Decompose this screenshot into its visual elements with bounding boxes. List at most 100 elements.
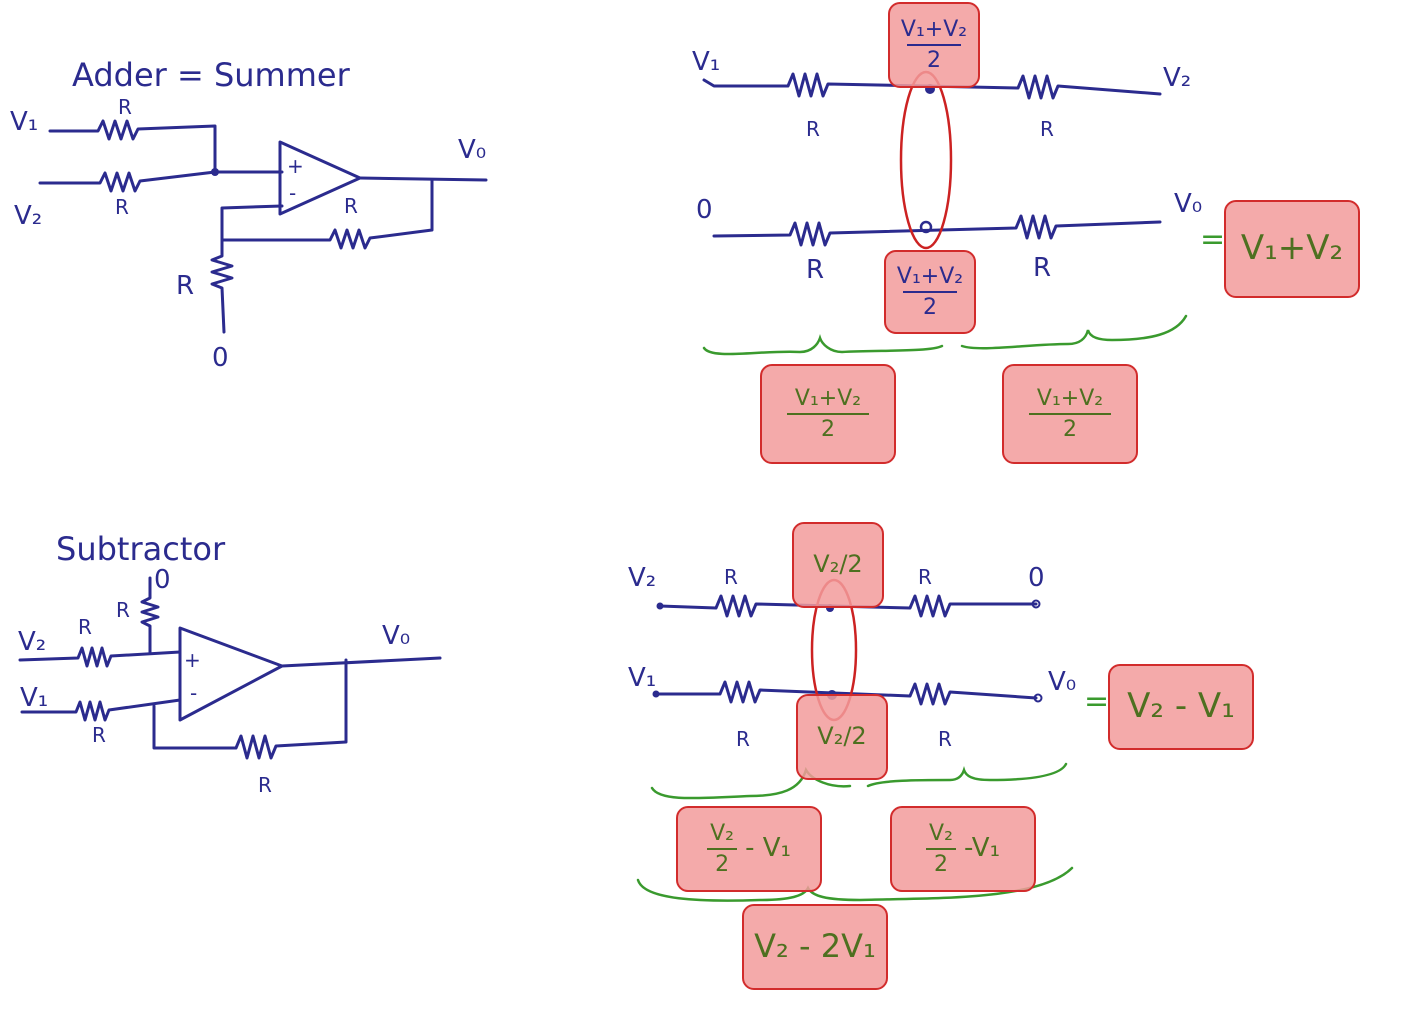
fraction-bar bbox=[925, 848, 956, 850]
subtractor-v1-label: V₁ bbox=[20, 683, 48, 713]
sub-net-r1-label: R bbox=[724, 565, 738, 589]
sub-net-top-node-value: V₂/2 bbox=[792, 522, 884, 608]
subtractor-ground-zero: 0 bbox=[154, 565, 171, 595]
adder-net-brace-left-value: V₁+V₂ 2 bbox=[760, 364, 896, 464]
adder-output-wire bbox=[358, 176, 488, 182]
adder-net-bottom-node-denominator: 2 bbox=[923, 295, 937, 320]
adder-net-top-node-value: V₁+V₂ 2 bbox=[888, 2, 980, 88]
adder-opamp-plus: + bbox=[287, 154, 304, 178]
sub-net-brace-left bbox=[650, 766, 852, 800]
brace-left-numerator: V₁+V₂ bbox=[794, 385, 862, 411]
brace-right-denominator: 2 bbox=[1063, 417, 1077, 442]
subtractor-opamp-plus: + bbox=[184, 648, 201, 672]
adder-v2-label: V₂ bbox=[14, 201, 42, 231]
adder-r-in1-label: R bbox=[118, 95, 132, 119]
adder-net-zero-label: 0 bbox=[696, 195, 713, 225]
adder-circuit: Adder = Summer V₁ V₂ R R V₀ R R 0 + - bbox=[10, 56, 488, 373]
sub-net-result-text: V₂ - V₁ bbox=[1127, 686, 1235, 727]
adder-net-brace-right bbox=[960, 314, 1188, 350]
brace-left-numerator: V₂ bbox=[710, 820, 734, 846]
sub-net-zero-label: 0 bbox=[1028, 563, 1045, 593]
fraction-bar bbox=[906, 44, 962, 46]
adder-net-v1-label: V₁ bbox=[692, 47, 720, 77]
adder-net-vo-label: V₀ bbox=[1174, 189, 1202, 219]
brace-right-numerator: V₁+V₂ bbox=[1036, 385, 1104, 411]
adder-net-brace-right-value: V₁+V₂ 2 bbox=[1002, 364, 1138, 464]
fraction-bar bbox=[787, 413, 869, 415]
adder-sum-node bbox=[211, 168, 219, 176]
adder-v1-label: V₁ bbox=[10, 107, 38, 137]
subtractor-opamp-minus: - bbox=[190, 681, 197, 705]
adder-net-v2-label: V₂ bbox=[1163, 63, 1191, 93]
brace-left-rest: - V₁ bbox=[745, 833, 791, 864]
sub-net-r2-label: R bbox=[918, 565, 932, 589]
adder-net-bottom-node bbox=[919, 220, 933, 234]
subtractor-vo-label: V₀ bbox=[382, 621, 410, 651]
sub-net-brace-right bbox=[866, 762, 1068, 788]
sub-net-result: V₂ - V₁ bbox=[1108, 664, 1254, 750]
sub-net-brace-left-value: V₂ 2 - V₁ bbox=[676, 806, 822, 892]
subtractor-network: V₂ 0 V₁ V₀ R R R R bbox=[628, 563, 1076, 902]
fraction-bar bbox=[707, 848, 738, 850]
sub-net-v2-terminal bbox=[656, 602, 664, 610]
subtractor-r-fb-label: R bbox=[258, 773, 272, 797]
fraction-bar bbox=[902, 291, 958, 293]
adder-net-top-node-denominator: 2 bbox=[927, 48, 941, 73]
adder-net-r1-label: R bbox=[806, 117, 820, 141]
sub-net-equals: = bbox=[1084, 684, 1110, 719]
sub-net-brace-right-value: V₂ 2 -V₁ bbox=[890, 806, 1036, 892]
sub-net-v1-label: V₁ bbox=[628, 663, 656, 693]
sub-net-bottom-node-value: V₂/2 bbox=[796, 694, 888, 780]
adder-title: Adder = Summer bbox=[72, 56, 351, 94]
adder-net-bottom-node-numerator: V₁+V₂ bbox=[896, 263, 964, 289]
adder-net-bottom-node-value: V₁+V₂ 2 bbox=[884, 250, 976, 334]
subtractor-title: Subtractor bbox=[56, 530, 226, 568]
subtractor-output-wire bbox=[280, 656, 442, 668]
adder-net-r2-label: R bbox=[1040, 117, 1054, 141]
sub-net-top-node-text: V₂/2 bbox=[813, 550, 863, 579]
subtractor-r-gnd-label: R bbox=[116, 598, 130, 622]
sub-net-zero-terminal bbox=[1031, 599, 1041, 609]
adder-r-fb-label: R bbox=[344, 194, 358, 218]
subtractor-v2-resistor bbox=[18, 646, 182, 668]
adder-v2-resistor bbox=[38, 170, 284, 193]
adder-opamp-minus: - bbox=[289, 181, 296, 205]
adder-vo-label: V₀ bbox=[458, 135, 486, 165]
adder-net-result: V₁+V₂ bbox=[1224, 200, 1360, 298]
adder-feedback-resistor bbox=[220, 178, 434, 250]
subtractor-opamp bbox=[178, 626, 284, 722]
adder-net-r4-label: R bbox=[1033, 253, 1051, 283]
adder-net-top-node-numerator: V₁+V₂ bbox=[900, 16, 968, 42]
sub-net-vo-terminal bbox=[1033, 693, 1043, 703]
adder-r-in2-label: R bbox=[115, 195, 129, 219]
fraction-bar bbox=[1029, 413, 1111, 415]
subtractor-v1-resistor bbox=[20, 698, 182, 722]
brace-left-denominator: 2 bbox=[821, 417, 835, 442]
brace-right-rest: -V₁ bbox=[963, 833, 1001, 864]
sub-net-r4-label: R bbox=[938, 727, 952, 751]
brace-left-fraction: V₂ 2 bbox=[707, 820, 738, 877]
subtractor-v2-label: V₂ bbox=[18, 627, 46, 657]
adder-net-brace-left bbox=[702, 334, 944, 356]
adder-net-equals: = bbox=[1200, 222, 1226, 257]
adder-ground-resistor bbox=[210, 238, 234, 334]
sub-net-total: V₂ - 2V₁ bbox=[742, 904, 888, 990]
adder-opamp bbox=[278, 140, 362, 216]
adder-r-gnd-label: R bbox=[176, 271, 194, 301]
adder-net-r3-label: R bbox=[806, 255, 824, 285]
sub-net-total-text: V₂ - 2V₁ bbox=[754, 927, 876, 966]
sub-net-r3-label: R bbox=[736, 727, 750, 751]
subtractor-circuit: Subtractor 0 R R V₂ V₁ R V₀ R + - bbox=[18, 530, 442, 797]
brace-right-numerator: V₂ bbox=[929, 820, 953, 846]
brace-left-denominator: 2 bbox=[715, 852, 730, 877]
sub-net-vo-label: V₀ bbox=[1048, 667, 1076, 697]
subtractor-ground-resistor bbox=[140, 576, 160, 654]
sub-net-bottom-node-text: V₂/2 bbox=[817, 722, 867, 751]
subtractor-r-v1-label: R bbox=[92, 723, 106, 747]
brace-right-denominator: 2 bbox=[933, 852, 948, 877]
brace-right-fraction: V₂ 2 bbox=[925, 820, 956, 877]
adder-ground-zero: 0 bbox=[212, 343, 229, 373]
subtractor-feedback-resistor bbox=[152, 658, 348, 760]
sub-net-v2-label: V₂ bbox=[628, 563, 656, 593]
